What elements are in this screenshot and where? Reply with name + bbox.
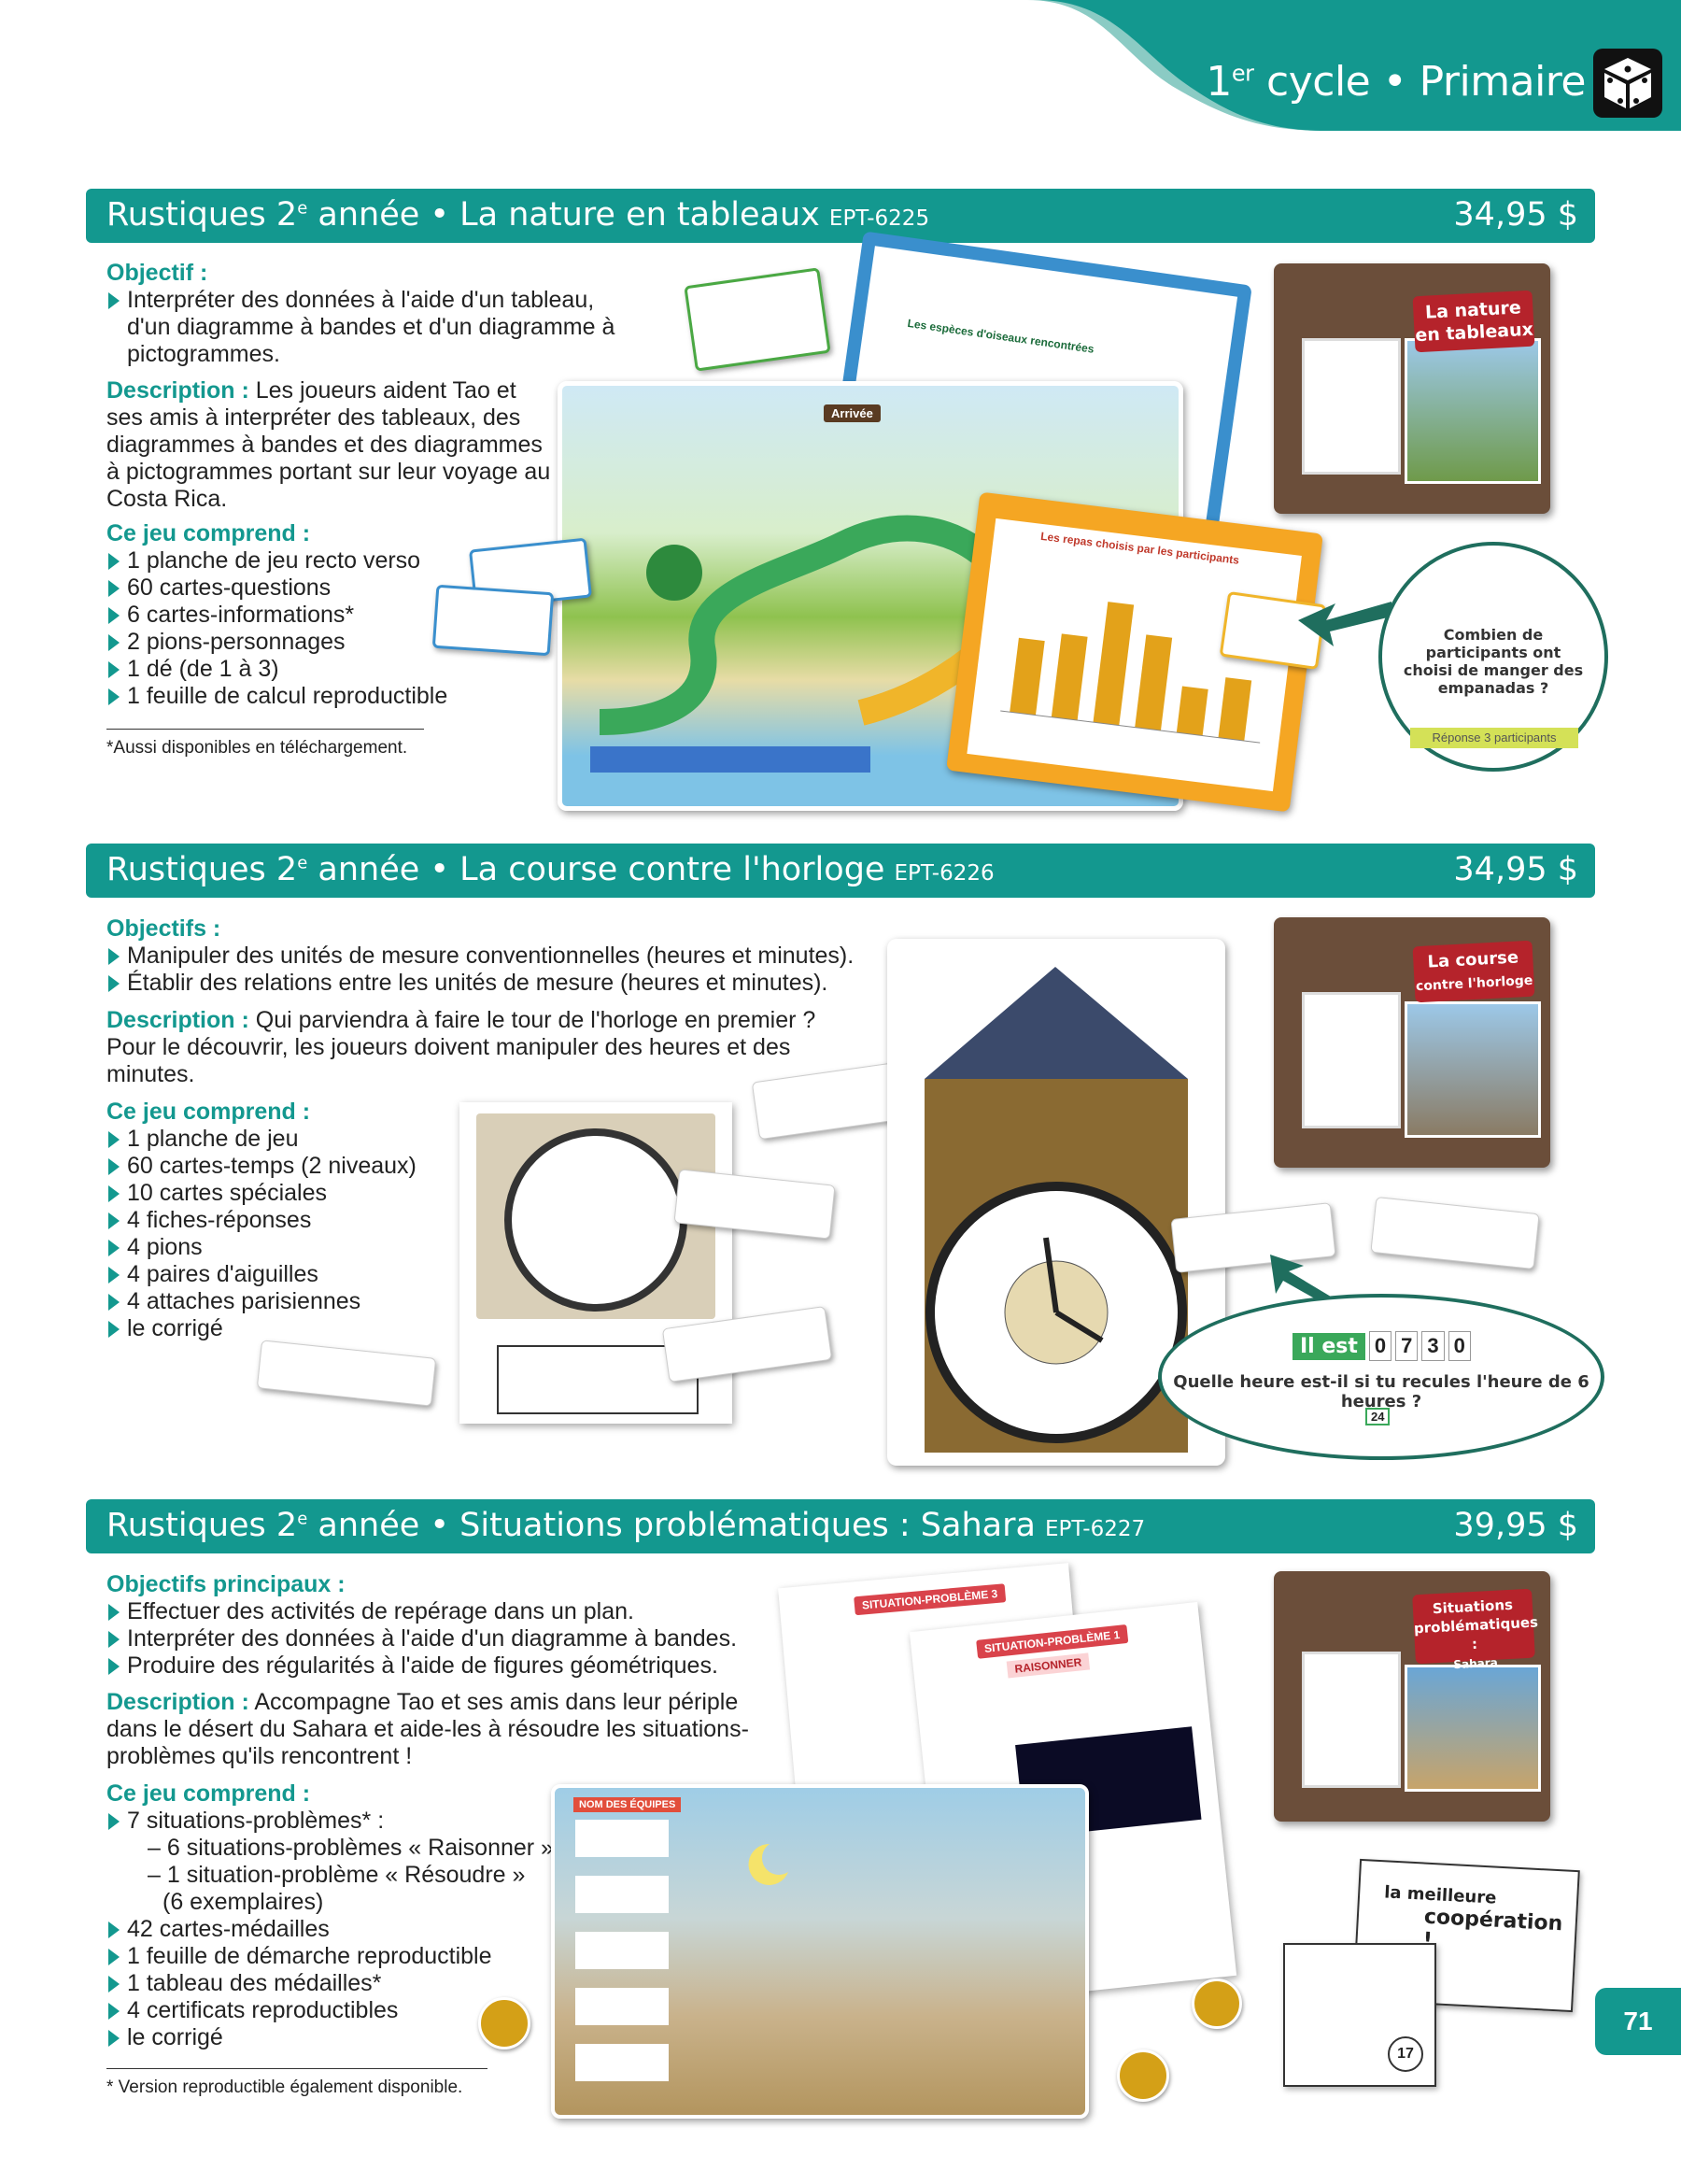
medal-board: NOM DES ÉQUIPES	[551, 1784, 1089, 2119]
product-2-description: Description : Qui parviendra à faire le …	[106, 1007, 816, 1087]
product-2-includes: Ce jeu comprend : 1 planche de jeu 60 ca…	[106, 1099, 499, 1342]
product-1-title: Rustiques 2e année • La nature en tablea…	[106, 196, 930, 234]
dice-icon	[1593, 49, 1662, 118]
bar-chart-card: Les repas choisis par les participants	[946, 491, 1323, 813]
product-3-description: Description : Accompagne Tao et ses amis…	[106, 1689, 749, 1769]
cycle-heading: 1er cycle • Primaire	[1206, 58, 1586, 106]
product-3-objectives: Objectifs principaux : Effectuer des act…	[106, 1571, 779, 1680]
footnote-rule	[106, 2068, 487, 2069]
medal-card	[478, 1997, 530, 2049]
product-2-zoom-bubble: Il est 0 7 3 0 Quelle heure est-il si tu…	[1158, 1294, 1604, 1460]
certificate-back: 17	[1283, 1943, 1436, 2087]
product-3-title-bar: Rustiques 2e année • Situations probléma…	[86, 1499, 1595, 1553]
special-card	[1370, 1196, 1540, 1270]
question-card	[431, 584, 555, 657]
product-3-includes: Ce jeu comprend : 7 situations-problèmes…	[106, 1780, 554, 2050]
product-3-price: 39,95 $	[1453, 1507, 1578, 1544]
product-3-title: Rustiques 2e année • Situations probléma…	[106, 1507, 1146, 1544]
product-1-footnote: *Aussi disponibles en téléchargement.	[106, 738, 408, 758]
special-card	[256, 1340, 437, 1407]
product-1-includes: Ce jeu comprend : 1 planche de jeu recto…	[106, 520, 536, 710]
product-1-price: 34,95 $	[1453, 196, 1578, 234]
product-2-price: 34,95 $	[1453, 851, 1578, 888]
header-wave	[0, 0, 1681, 131]
question-card	[684, 267, 831, 372]
product-1-zoom-bubble: Combien de participants ont choisi de ma…	[1378, 542, 1608, 772]
medal-card	[1117, 2049, 1169, 2102]
footnote-rule	[106, 729, 424, 730]
medal-card	[1192, 1978, 1242, 2029]
product-2-title-bar: Rustiques 2e année • La course contre l'…	[86, 844, 1595, 898]
clock-tower-board	[887, 939, 1225, 1466]
arrow-icon	[1298, 602, 1391, 646]
page-number: 71	[1595, 1988, 1681, 2055]
product-1-description: Description : Les joueurs aident Tao et …	[106, 377, 551, 512]
product-2-title: Rustiques 2e année • La course contre l'…	[106, 851, 995, 888]
product-3-footnote: * Version reproductible également dispon…	[106, 2078, 463, 2097]
product-2-objectives: Objectifs : Manipuler des unités de mesu…	[106, 915, 882, 997]
product-1-title-bar: Rustiques 2e année • La nature en tablea…	[86, 189, 1595, 243]
product-1-objective: Objectif : Interpréter des données à l'a…	[106, 260, 629, 368]
